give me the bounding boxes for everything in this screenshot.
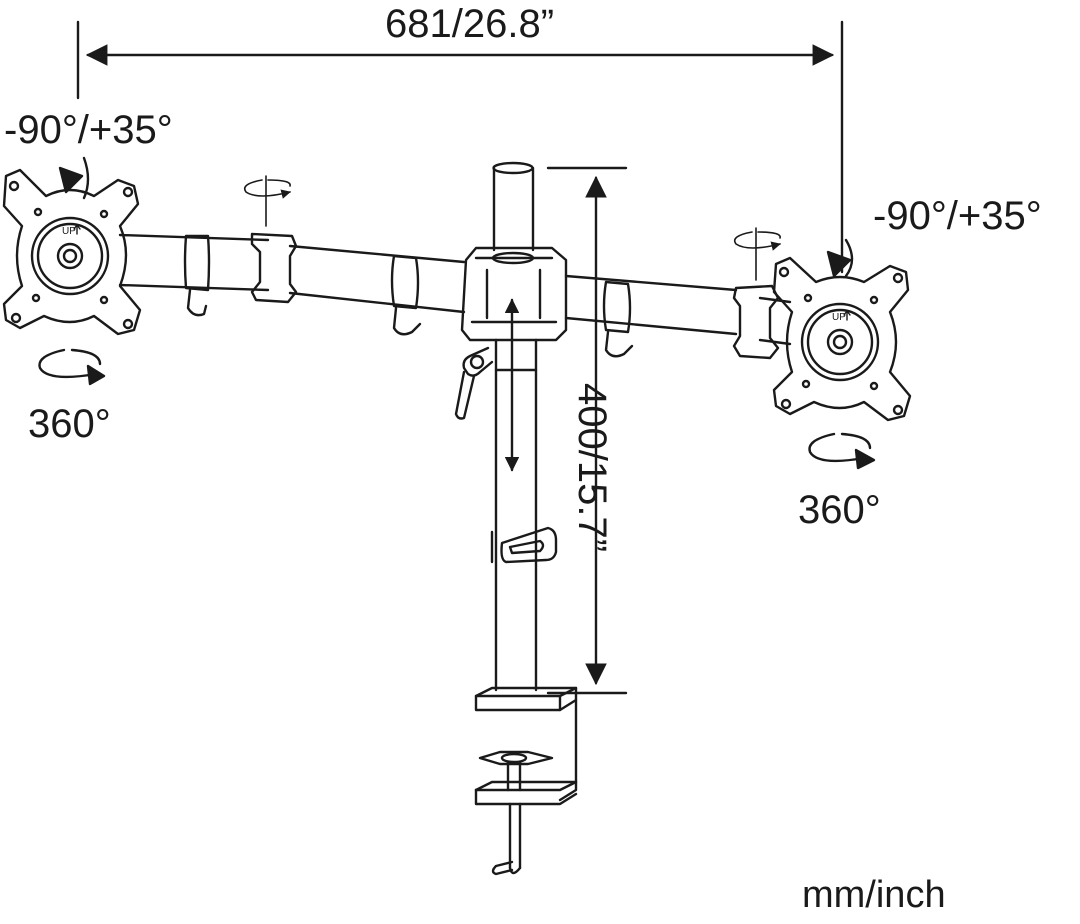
lock-handle: [454, 346, 494, 420]
up-arrow-icon: [73, 224, 81, 235]
rotation-arrow-icon: [808, 432, 876, 470]
desk-clamp: [474, 686, 578, 876]
vertical-pole: [490, 161, 538, 692]
right-tilt-range-label: -90°/+35°: [873, 194, 1042, 238]
right-arm: [564, 274, 792, 360]
tilt-arrow-icon: [826, 238, 854, 278]
left-rotation-label: 360°: [28, 402, 111, 446]
left-arm: [118, 232, 466, 336]
right-vesa-plate: [772, 256, 912, 422]
left-vesa-up-mark: UP: [62, 226, 76, 237]
central-hub: [460, 246, 568, 342]
rotation-arrow-icon: [38, 348, 106, 386]
left-tilt-range-label: -90°/+35°: [4, 108, 173, 152]
up-arrow-icon: [843, 310, 851, 321]
tilt-arrow-icon: [58, 156, 90, 200]
right-vesa-up-mark: UP: [832, 312, 846, 323]
right-rotation-label: 360°: [798, 488, 881, 532]
width-dimension-label: 681/26.8”: [385, 2, 555, 46]
cable-clip: [500, 526, 558, 564]
height-dimension-line: [546, 166, 628, 695]
left-vesa-plate: [2, 168, 142, 336]
swivel-arrow-icon: [243, 175, 291, 227]
swivel-arrow-icon: [733, 227, 781, 281]
units-label: mm/inch: [802, 874, 946, 916]
height-dimension-label: 400/15.7”: [570, 383, 614, 553]
width-dimension-line: [76, 20, 844, 274]
